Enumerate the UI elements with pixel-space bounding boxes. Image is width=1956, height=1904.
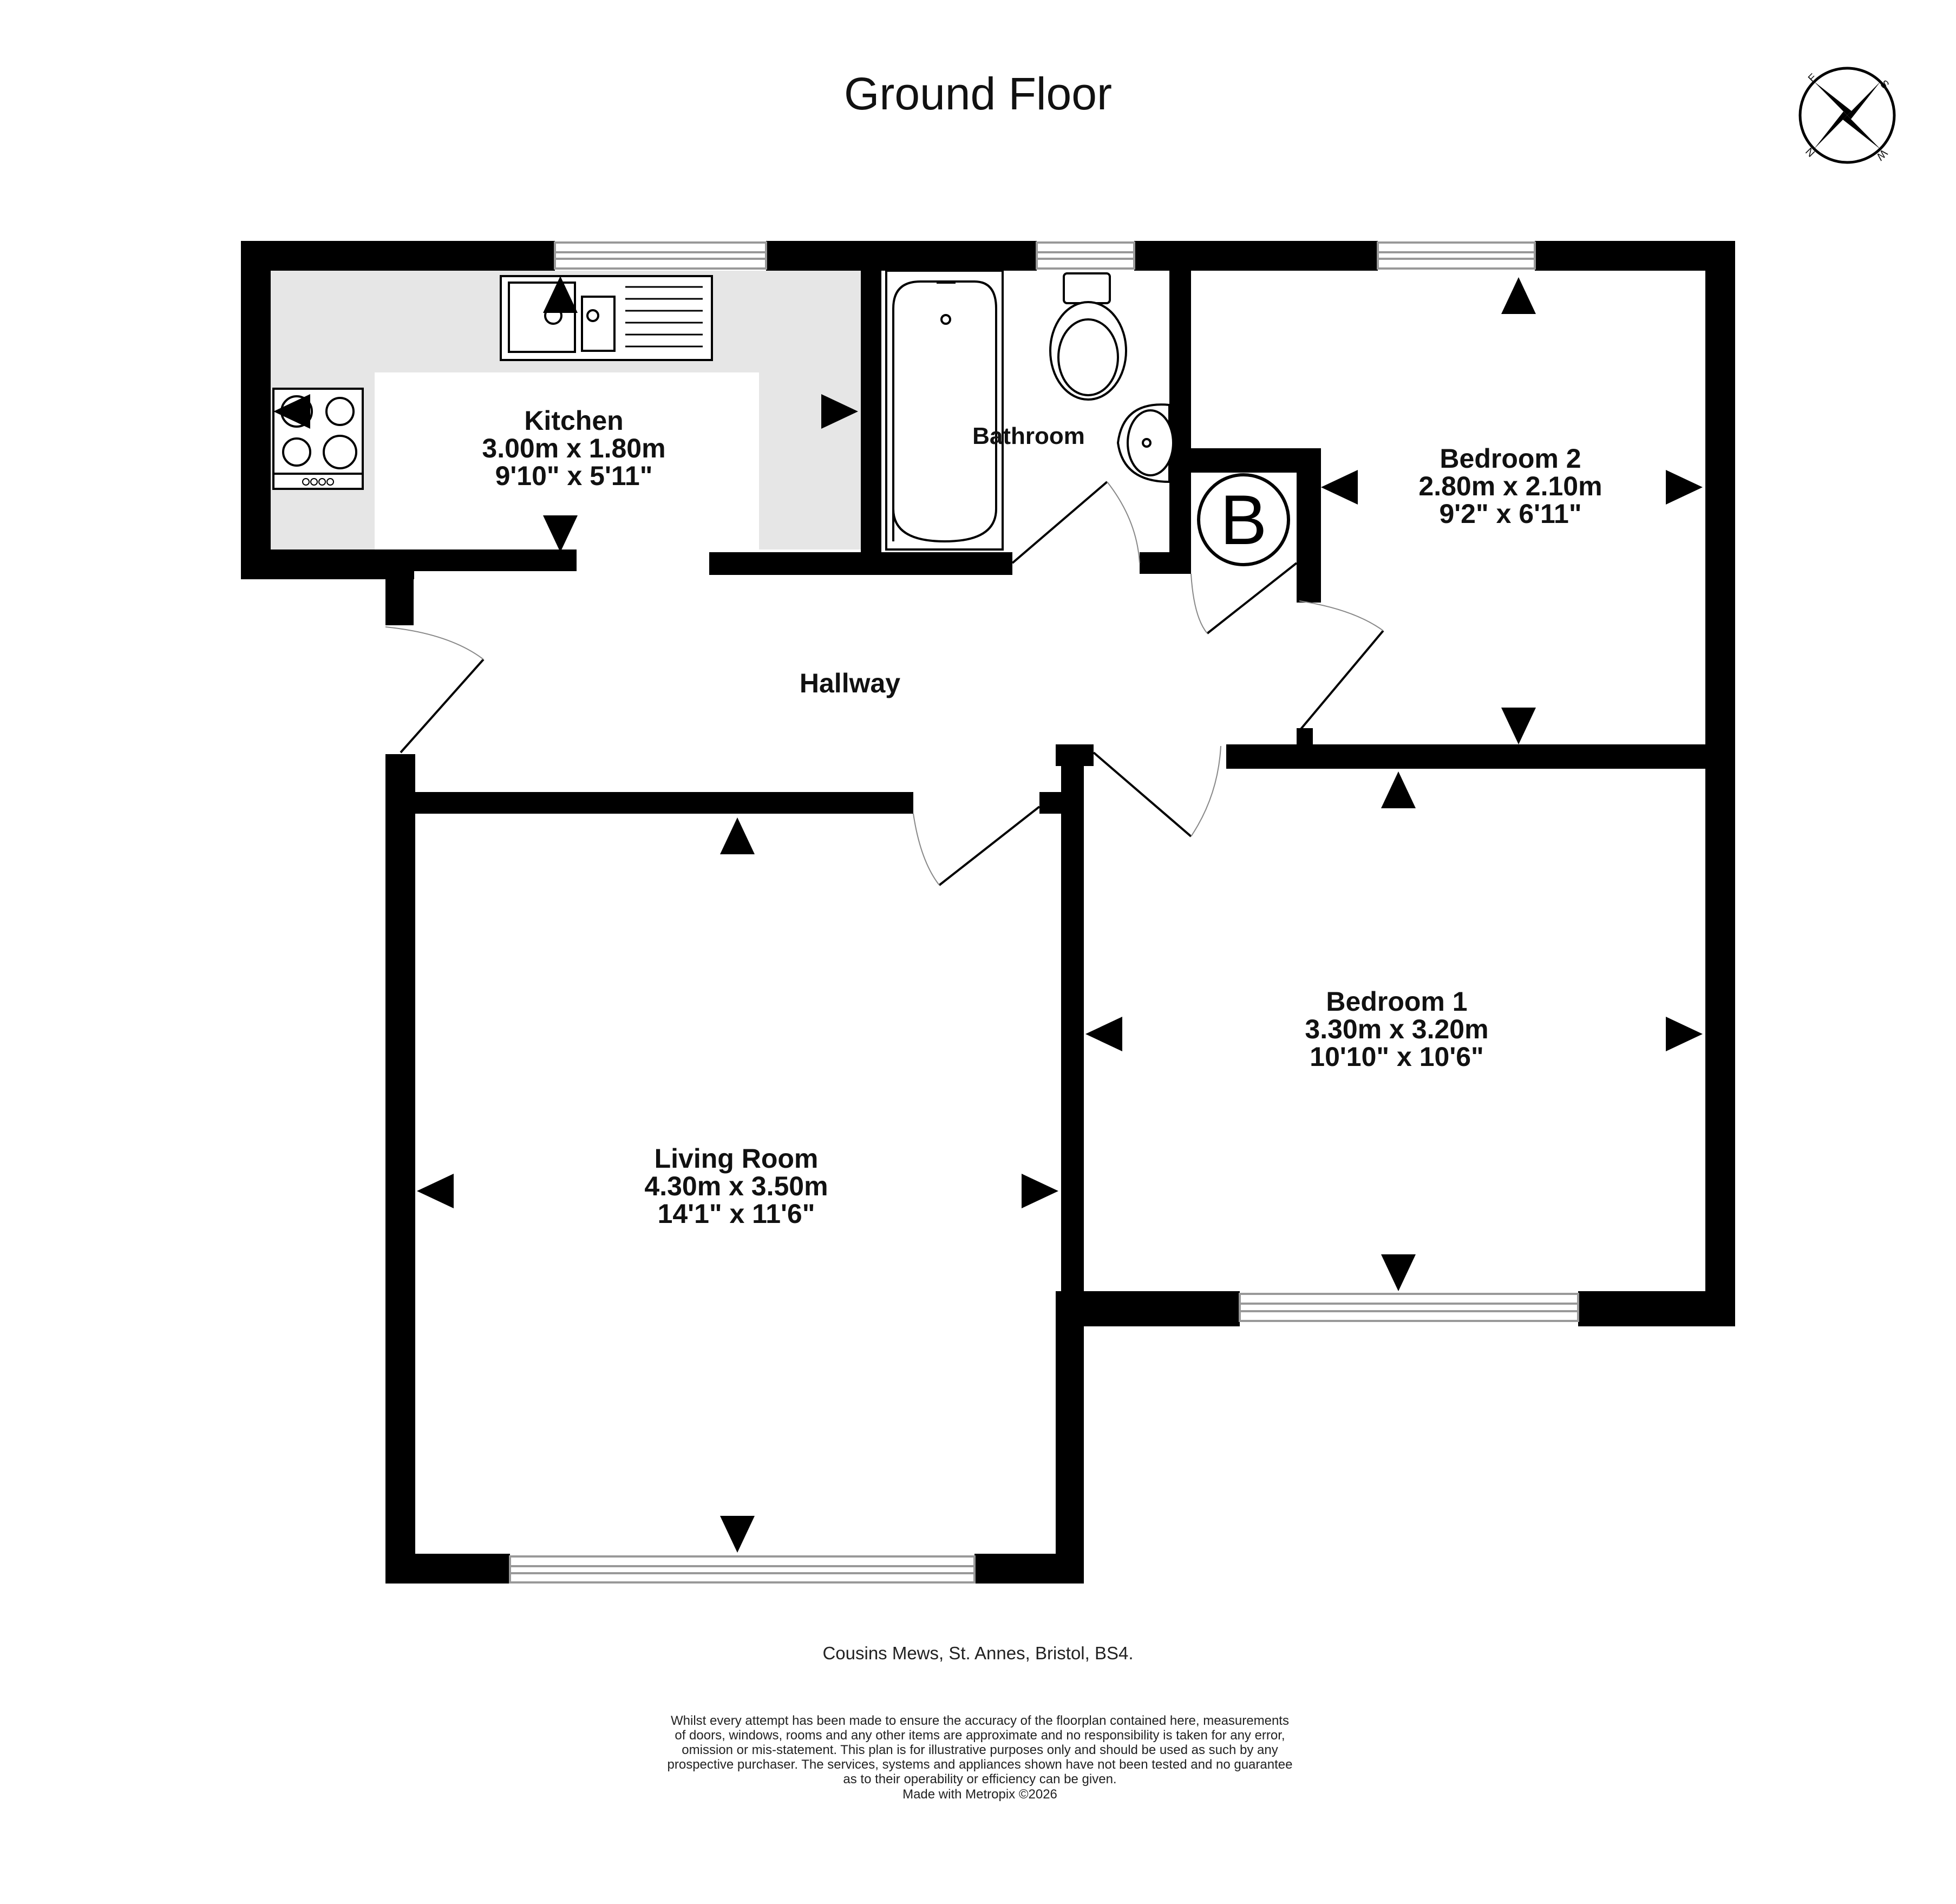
- kitchen-label: Kitchen 3.00m x 1.80m 9'10" x 5'11": [417, 407, 731, 490]
- walls: [241, 241, 1735, 1584]
- disclaimer-line: Made with Metropix ©2026: [902, 1787, 1057, 1802]
- living-room-metric: 4.30m x 3.50m: [644, 1171, 828, 1201]
- property-address: Cousins Mews, St. Annes, Bristol, BS4.: [822, 1643, 1134, 1663]
- kitchen-window: [554, 241, 767, 270]
- bath: [885, 270, 1004, 551]
- toilet: [1049, 272, 1127, 401]
- boiler-label: B: [1220, 480, 1267, 559]
- windows: [509, 241, 1579, 1584]
- kitchen-name: Kitchen: [524, 405, 624, 436]
- bedroom2-door: [1298, 600, 1384, 732]
- living-room-door: [913, 806, 1041, 886]
- doors: [385, 481, 1384, 886]
- disclaimer-line: as to their operability or efficiency ca…: [843, 1772, 1117, 1787]
- bedroom2-metric: 2.80m x 2.10m: [1418, 471, 1602, 501]
- bedroom2-name: Bedroom 2: [1440, 443, 1581, 474]
- bedroom1-name: Bedroom 1: [1326, 986, 1468, 1017]
- bathroom-window: [1036, 241, 1135, 270]
- hob: [272, 388, 364, 490]
- kitchen-imperial: 9'10" x 5'11": [495, 461, 653, 491]
- plan-title: Ground Floor: [844, 68, 1112, 119]
- dimension-arrows: [273, 276, 1703, 1553]
- disclaimer-line: prospective purchaser. The services, sys…: [667, 1757, 1293, 1772]
- bedroom1-window: [1239, 1293, 1579, 1322]
- bedroom2-window: [1377, 241, 1536, 270]
- bathroom-name: Bathroom: [972, 423, 1085, 449]
- cupboard-door: [1190, 562, 1298, 634]
- hallway-name: Hallway: [799, 668, 901, 698]
- bedroom1-imperial: 10'10" x 10'6": [1310, 1042, 1484, 1072]
- front-door: [385, 626, 485, 754]
- living-room-label: Living Room 4.30m x 3.50m 14'1" x 11'6": [568, 1145, 904, 1228]
- bathroom-door: [1011, 481, 1140, 564]
- bedroom2-label: Bedroom 2 2.80m x 2.10m 9'2" x 6'11": [1343, 445, 1678, 528]
- boiler-symbol: B: [1197, 473, 1290, 566]
- bedroom1-label: Bedroom 1 3.30m x 3.20m 10'10" x 10'6": [1229, 988, 1565, 1071]
- disclaimer-line: Whilst every attempt has been made to en…: [671, 1713, 1289, 1728]
- living-room-name: Living Room: [654, 1143, 819, 1174]
- compass: N E S W: [1798, 67, 1896, 164]
- bedroom2-imperial: 9'2" x 6'11": [1439, 499, 1582, 529]
- bedroom1-metric: 3.30m x 3.20m: [1305, 1014, 1489, 1044]
- kitchen-metric: 3.00m x 1.80m: [482, 433, 666, 463]
- living-room-window: [509, 1555, 976, 1584]
- living-room-imperial: 14'1" x 11'6": [657, 1199, 815, 1229]
- basin: [1116, 403, 1174, 483]
- bedroom1-door: [1093, 745, 1221, 838]
- disclaimer: Whilst every attempt has been made to en…: [612, 1713, 1348, 1802]
- disclaimer-line: omission or mis-statement. This plan is …: [682, 1743, 1278, 1758]
- hallway-label: Hallway: [742, 670, 958, 697]
- disclaimer-line: of doors, windows, rooms and any other i…: [675, 1728, 1285, 1743]
- bathroom-label: Bathroom: [920, 424, 1137, 449]
- kitchen-sink: [500, 275, 713, 361]
